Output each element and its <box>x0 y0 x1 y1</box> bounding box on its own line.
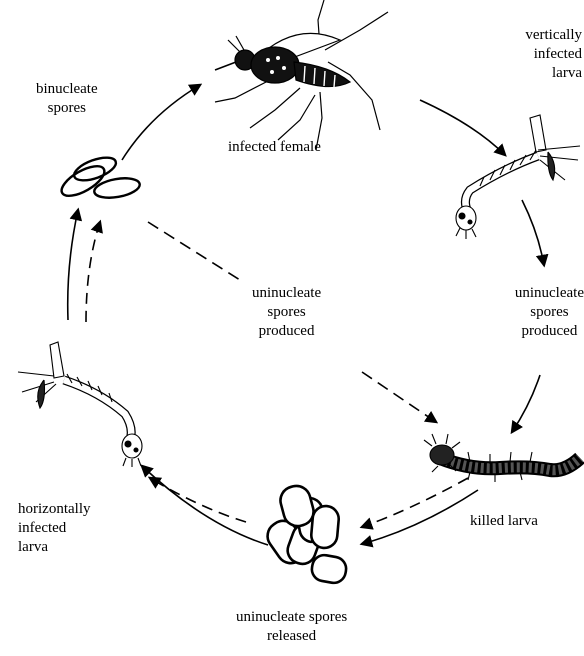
arrow-female-to-larva <box>420 100 505 155</box>
label-infected-female: infected female <box>228 138 321 157</box>
larva-icon <box>456 115 580 239</box>
label-killed-larva: killed larva <box>470 512 538 531</box>
dash-killed-to-released <box>362 478 468 527</box>
dash-center-to-killed <box>362 372 436 422</box>
binucleate-spores-icon <box>57 153 141 202</box>
arrow-released-to-horizontal <box>142 466 268 545</box>
dash-horizontal-to-binucleate <box>86 222 100 322</box>
label-horizontally-infected-larva: horizontally infected larva <box>18 500 90 557</box>
arrow-larva-to-produced <box>522 200 544 265</box>
label-uninucleate-released: uninucleate spores released <box>236 608 347 646</box>
dash-released-to-horizontal <box>150 478 246 522</box>
dash-binucleate-to-center <box>148 222 240 280</box>
label-uninucleate-produced-center: uninucleate spores produced <box>252 284 321 341</box>
label-binucleate-spores: binucleate spores <box>36 80 98 118</box>
mosquito-icon <box>215 0 388 150</box>
arrow-spores-to-female <box>122 85 200 160</box>
arrow-horizontal-to-binucleate <box>68 210 78 320</box>
uninucleate-spores-icon <box>262 483 348 585</box>
larva-icon <box>18 342 142 467</box>
label-vertically-infected-larva: vertically infected larva <box>525 26 582 83</box>
label-uninucleate-produced-right: uninucleate spores produced <box>515 284 584 341</box>
arrow-killed-to-released <box>362 490 478 544</box>
arrow-produced-to-killed <box>512 375 540 432</box>
dead-larva-icon <box>424 434 580 482</box>
